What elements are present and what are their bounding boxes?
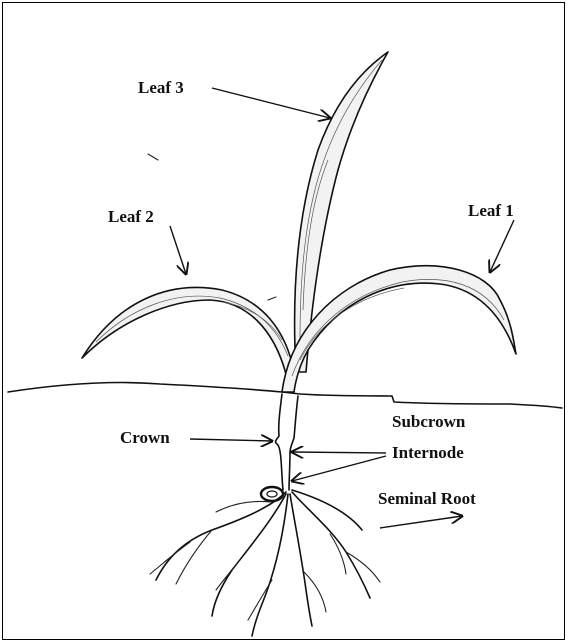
arrow-leaf-1 bbox=[490, 220, 514, 272]
stray-mark bbox=[268, 297, 276, 300]
label-seminal-root: Seminal Root bbox=[378, 489, 476, 508]
arrow-crown bbox=[190, 439, 272, 441]
label-leaf-2: Leaf 2 bbox=[108, 207, 154, 226]
seminal-roots bbox=[150, 490, 380, 636]
leaf-2 bbox=[82, 288, 294, 374]
label-internode: Internode bbox=[392, 443, 464, 462]
label-crown: Crown bbox=[120, 428, 170, 447]
leaf-3 bbox=[295, 52, 388, 372]
arrow-seminal-root bbox=[380, 516, 462, 528]
label-subcrown: Subcrown bbox=[392, 412, 466, 431]
arrow-internode-lower bbox=[292, 456, 386, 481]
arrow-leaf-3 bbox=[212, 88, 330, 118]
stray-mark bbox=[148, 154, 158, 160]
label-leaf-3: Leaf 3 bbox=[138, 78, 184, 97]
arrow-internode-upper bbox=[292, 452, 386, 453]
subcrown-internode bbox=[276, 394, 298, 490]
leaf-1 bbox=[282, 266, 516, 392]
label-leaf-1: Leaf 1 bbox=[468, 201, 514, 220]
arrow-leaf-2 bbox=[170, 226, 186, 274]
